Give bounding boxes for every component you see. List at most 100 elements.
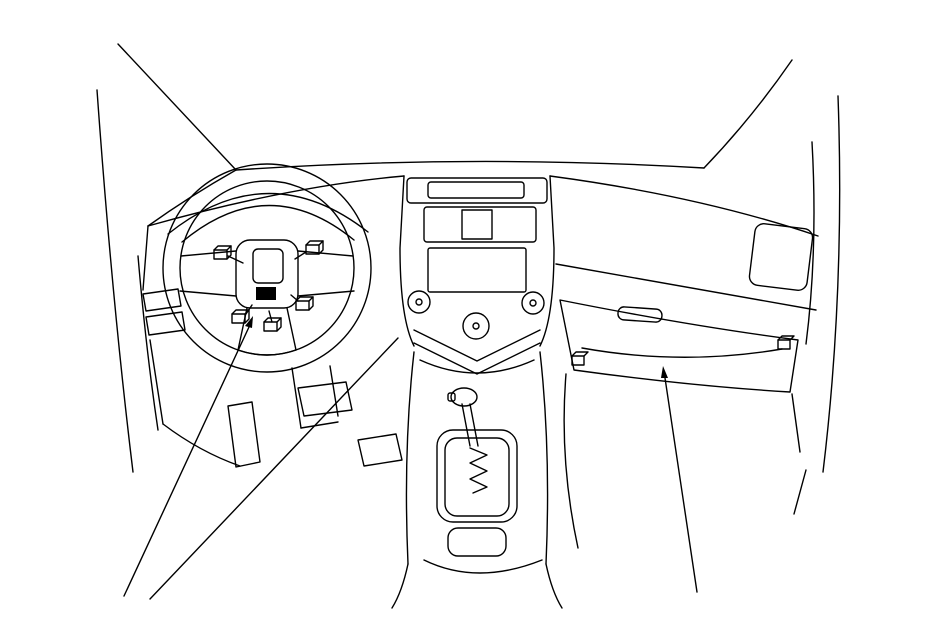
connector-box [231, 304, 253, 324]
right-a-pillar-line [703, 59, 793, 169]
glove-box-lower-line [791, 393, 801, 453]
hub-badge [252, 248, 284, 284]
glove-box [559, 299, 801, 549]
connector-side [318, 240, 324, 255]
horn-block [256, 287, 276, 300]
column-left-line [291, 367, 302, 429]
right-lower-segment [793, 469, 807, 515]
spoke-right-top [297, 250, 354, 257]
center-stack [399, 175, 555, 375]
center-vent-outer [406, 177, 548, 204]
climate-knob-left-dot [415, 298, 423, 306]
column-base-line [300, 421, 339, 429]
center-vent-inner [427, 181, 525, 199]
shift-gate [469, 447, 488, 494]
center-console [391, 351, 563, 609]
console-top-curve [419, 359, 535, 374]
left-inner-line [137, 255, 159, 431]
spoke-bottom-right [286, 307, 297, 351]
spoke-bottom-crossbar [237, 349, 297, 356]
climate-knob-center-dot [472, 322, 480, 330]
left-vent-slat-1 [142, 288, 182, 312]
shifter-plate-outer [436, 429, 518, 523]
cabin-outline [96, 43, 841, 515]
left-vent-slat-2 [145, 311, 186, 336]
connector-body [305, 244, 320, 255]
connector-pointer [290, 294, 299, 302]
climate-knob-right [521, 291, 545, 315]
steering-wheel [162, 163, 372, 373]
shift-knob-button [447, 392, 456, 402]
switch-panel [423, 206, 537, 243]
spoke-left-bottom [179, 290, 237, 297]
connector-roof [213, 245, 232, 251]
dash-top-left-line [147, 175, 405, 227]
console-tray [447, 527, 507, 557]
callout-leaders [123, 316, 698, 600]
glove-box-harness [581, 347, 783, 358]
dash-left-edge [142, 225, 149, 291]
connector-body [263, 321, 278, 332]
connector-box [213, 245, 244, 264]
connector-side [244, 309, 250, 324]
steering-hub [235, 239, 299, 309]
spoke-left-top [180, 250, 237, 257]
connector-body [231, 313, 246, 324]
windshield-base-line [235, 160, 705, 171]
hazard-switch [461, 209, 493, 240]
leader-arrowhead-steering-hub [245, 316, 253, 328]
climate-knob-left [407, 290, 431, 314]
left-body-side-line [96, 89, 134, 473]
right-body-side-line [822, 95, 841, 473]
connector-side [276, 317, 282, 332]
glove-box-handle [617, 306, 663, 323]
climate-knob-right-dot [529, 299, 537, 307]
connector-box [290, 294, 314, 311]
stack-right-edge [539, 175, 555, 347]
dash-right-contour [555, 263, 817, 311]
harness-connector-left-roof [571, 351, 589, 357]
stack-chevron-upper [413, 329, 541, 362]
leader-line-glove-box [664, 377, 698, 593]
left-a-pillar-line [117, 43, 237, 171]
cluster-hood-inner [181, 204, 355, 243]
connector-roof [295, 296, 314, 302]
harness-connector-left [571, 355, 585, 366]
console-right-edge [539, 351, 549, 565]
connector-roof [305, 240, 324, 246]
connector-box [294, 240, 324, 260]
pedals-and-column [227, 365, 403, 468]
shift-lever-left [461, 403, 471, 447]
leader-arrowhead-glove-box [661, 366, 668, 378]
connector-body [213, 249, 228, 260]
harness-connector-right-roof [777, 335, 795, 341]
connector-pointer [245, 304, 253, 315]
connector-box [263, 310, 282, 332]
connector-side [308, 296, 314, 311]
stack-chevron-lower [413, 342, 541, 375]
console-bottom-curve [423, 559, 543, 574]
dashboard [142, 175, 819, 467]
connector-roof [263, 317, 282, 323]
stack-left-edge [399, 175, 415, 347]
passenger-panel [748, 223, 814, 291]
shifter-plate-inner [444, 437, 510, 517]
harness-connector-right [777, 339, 791, 350]
leader-line-steering-hub [123, 326, 250, 597]
brake-pedal [297, 381, 353, 417]
cluster-hood-outer [167, 192, 369, 235]
spoke-right-bottom [297, 290, 355, 297]
connector-body [295, 300, 310, 311]
right-footwell-line [563, 373, 579, 549]
audio-display [427, 247, 527, 293]
climate-knob-center [462, 312, 490, 340]
dash-top-right-line [549, 175, 819, 237]
console-flare-right [545, 563, 563, 609]
connector-side [226, 245, 232, 260]
hub-connectors [213, 240, 324, 332]
console-left-edge [405, 351, 415, 565]
shift-knob [450, 387, 478, 407]
instrument-cluster-hood [167, 192, 369, 243]
